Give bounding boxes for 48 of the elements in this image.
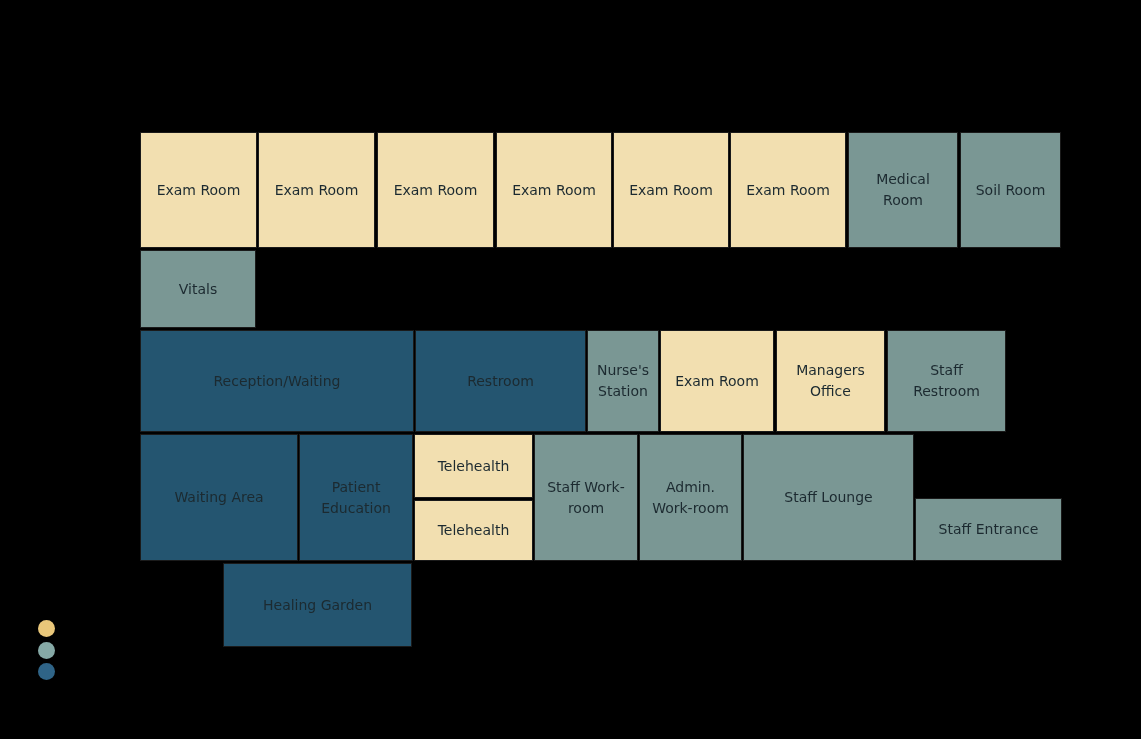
room-label: Nurse's Station — [596, 361, 650, 401]
room-box — [140, 250, 256, 328]
room-box — [776, 330, 885, 432]
room-label: Exam Room — [675, 371, 759, 391]
room-box — [415, 330, 586, 432]
room-label: Soil Room — [975, 180, 1046, 200]
room-label: Medical Room — [875, 170, 931, 210]
room-box — [140, 434, 298, 561]
room-box — [414, 500, 533, 561]
room-box — [223, 563, 412, 647]
room-label: Staff Entrance — [938, 520, 1039, 539]
room-box — [960, 132, 1061, 248]
room-box — [743, 434, 914, 561]
room-label: Telehealth — [437, 521, 510, 540]
room-label: Restroom — [467, 371, 534, 391]
room-box — [613, 132, 729, 248]
room-label: Exam Room — [512, 180, 596, 200]
room-label: Exam Room — [746, 180, 830, 200]
room-box — [140, 330, 414, 432]
room-label: Exam Room — [274, 180, 359, 200]
room-label: Exam Room — [393, 180, 478, 200]
room-box — [140, 132, 257, 248]
room-label: Staff Work-room — [546, 477, 626, 518]
room-box — [730, 132, 846, 248]
room-label: Vitals — [178, 279, 218, 299]
room-box — [414, 434, 533, 498]
room-box — [299, 434, 413, 561]
room-box — [887, 330, 1006, 432]
room-box — [639, 434, 742, 561]
room-label: Telehealth — [437, 456, 510, 476]
room-label: Reception/Waiting — [213, 371, 341, 391]
room-box — [496, 132, 612, 248]
room-label: Patient Education — [320, 477, 392, 518]
room-label: Exam Room — [629, 180, 713, 200]
room-label: Staff Restroom — [912, 361, 981, 401]
room-label: Staff Lounge — [784, 488, 873, 507]
room-label: Admin. Work-room — [651, 477, 730, 518]
room-box — [377, 132, 494, 248]
room-box — [915, 498, 1062, 561]
room-label: Managers Office — [795, 361, 866, 401]
room-label: Exam Room — [156, 180, 241, 200]
room-label: Waiting Area — [174, 488, 264, 507]
room-box — [258, 132, 375, 248]
room-label: Healing Garden — [263, 595, 372, 615]
room-box — [587, 330, 659, 432]
room-box — [848, 132, 958, 248]
room-box — [534, 434, 638, 561]
room-box — [660, 330, 774, 432]
